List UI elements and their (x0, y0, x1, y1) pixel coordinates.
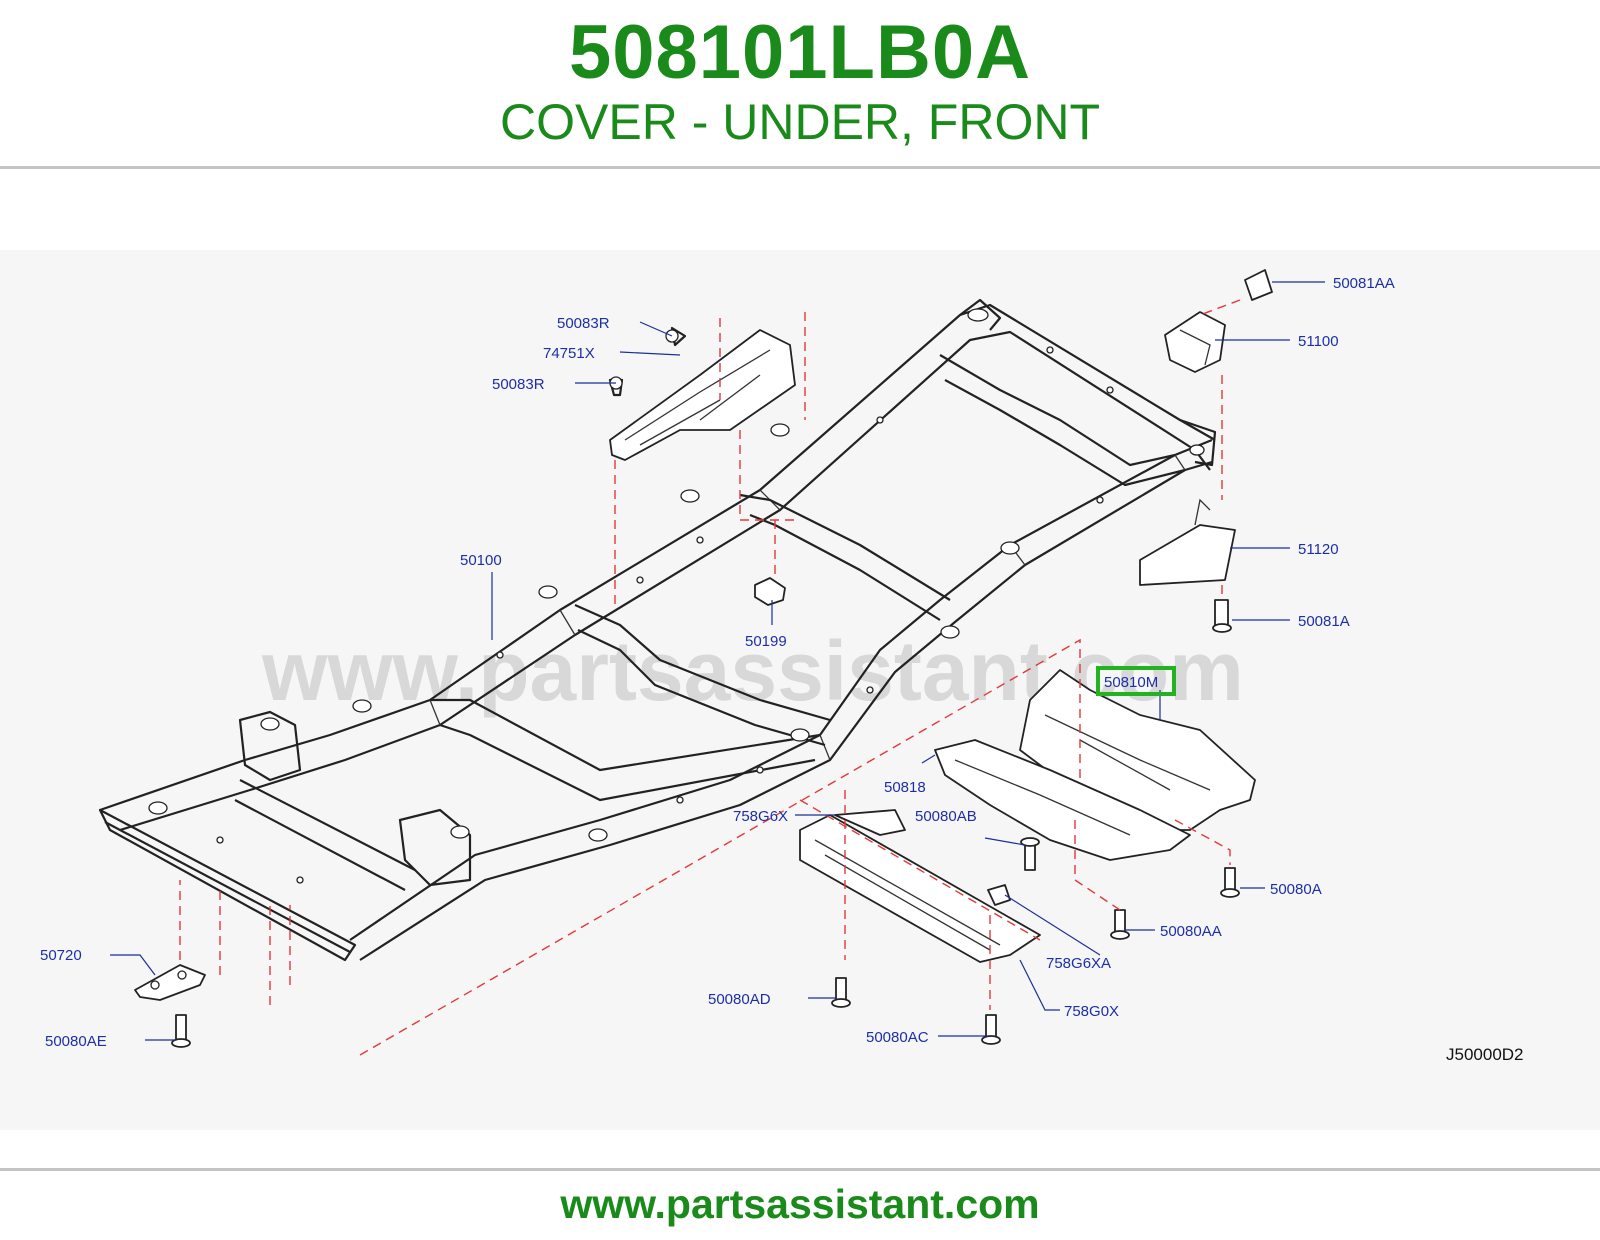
callout-label[interactable]: 758G6X (733, 808, 788, 825)
footer-url[interactable]: www.partsassistant.com (560, 1181, 1040, 1227)
callout-label[interactable]: 50080AA (1160, 923, 1222, 940)
callout-label[interactable]: 758G0X (1064, 1003, 1119, 1020)
callout-label[interactable]: 758G6XA (1046, 955, 1111, 972)
under-cover-seal-part (934, 739, 1191, 861)
assembly-guide-lines (179, 299, 1241, 1056)
diagram-reference-code: J50000D2 (1446, 1045, 1524, 1064)
callout-label[interactable]: 50100 (460, 552, 502, 569)
callout-label[interactable]: 50080AC (866, 1029, 929, 1046)
part-number-title: 508101LB0A (568, 10, 1032, 95)
callout-label[interactable]: 50818 (884, 779, 926, 796)
parts-diagram: www.partsassistant.com (0, 250, 1600, 1130)
callout-label[interactable]: 50081AA (1333, 275, 1395, 292)
callout-label[interactable]: 50199 (745, 633, 787, 650)
callout-leaders (110, 281, 1325, 1041)
callout-label[interactable]: 50083R (492, 376, 545, 393)
header-divider (0, 166, 1600, 169)
callout-label[interactable]: 50720 (40, 947, 82, 964)
callout-label[interactable]: 50083R (557, 315, 610, 332)
rear-mount-parts (1139, 269, 1273, 633)
exploded-view-drawing: www.partsassistant.com (40, 269, 1524, 1064)
callout-label[interactable]: 51120 (1298, 541, 1339, 558)
callout-label[interactable]: 50081A (1298, 613, 1350, 630)
footer-divider (0, 1168, 1600, 1171)
callout-label[interactable]: 51100 (1298, 333, 1339, 350)
heat-insulator-part (608, 326, 796, 461)
callout-label[interactable]: 50080AD (708, 991, 771, 1008)
callout-label-highlighted[interactable]: 50810M (1104, 674, 1158, 691)
callout-label[interactable]: 50080AB (915, 808, 977, 825)
highlight-box (1096, 666, 1176, 696)
page-header: 508101LB0A COVER - UNDER, FRONT (0, 0, 1600, 168)
callout-labels: 50081AA 51100 50083R 74751X 50083R 50100… (40, 275, 1395, 1050)
callout-label[interactable]: 74751X (543, 345, 595, 362)
callout-label[interactable]: 50080A (1270, 881, 1322, 898)
callout-label[interactable]: 50080AE (45, 1033, 107, 1050)
crossmember-plate-part (799, 809, 1041, 963)
chassis-frame (98, 298, 1217, 962)
part-name-subtitle: COVER - UNDER, FRONT (500, 94, 1100, 150)
small-fasteners (134, 577, 1240, 1048)
